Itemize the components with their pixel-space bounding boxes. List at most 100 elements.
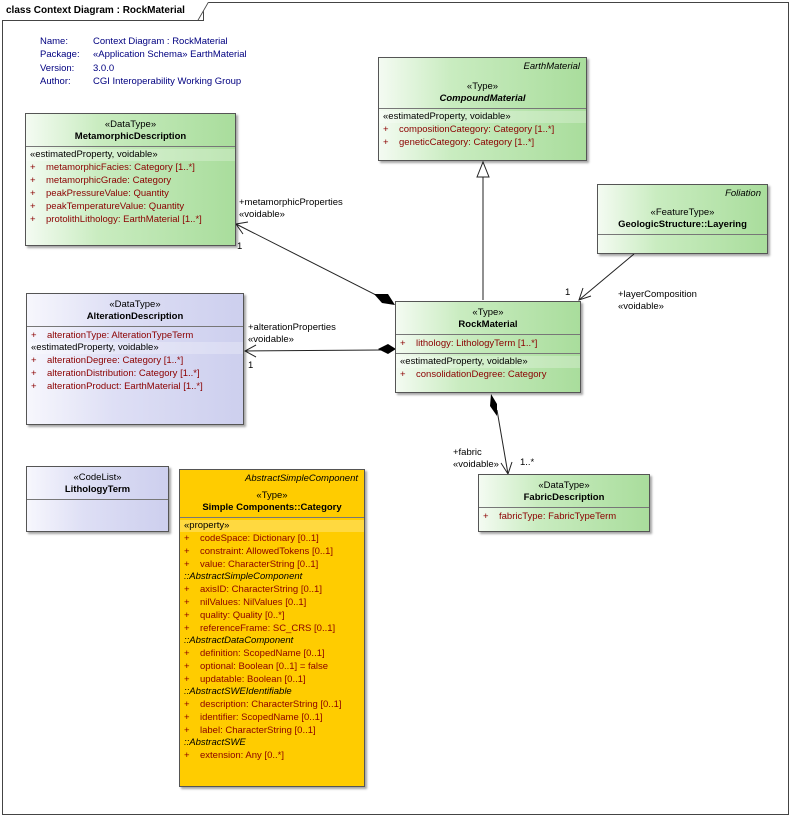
attribute-section: «estimatedProperty, voidable» +consolida…	[396, 354, 580, 384]
attribute-group-label: «estimatedProperty, voidable»	[27, 342, 243, 354]
class-header: «DataType» FabricDescription	[479, 475, 649, 508]
fabric-composition-diamond-icon	[490, 394, 497, 416]
metadata-key: Name:	[40, 36, 68, 47]
metadata-name-row: Name: Context Diagram : RockMaterial	[40, 36, 247, 49]
package-label: AbstractSimpleComponent	[245, 473, 358, 484]
attribute-row: +definition: ScopedName [0..1]	[184, 648, 325, 659]
package-label: Foliation	[725, 188, 761, 199]
attribute-group-label: ::AbstractSWE	[184, 737, 246, 748]
attribute-row: +constraint: AllowedTokens [0..1]	[184, 546, 334, 557]
stereotype-label: «CodeList»	[73, 472, 122, 483]
class-name: AlterationDescription	[86, 311, 184, 322]
attribute-row: +lithology: LithologyTerm [1..*]	[400, 338, 538, 349]
metamorphic-composition-diamond-icon	[374, 294, 395, 305]
attribute-group-label: «estimatedProperty, voidable»	[396, 356, 580, 368]
attribute-group-label: ::AbstractDataComponent	[184, 635, 294, 646]
attribute-row: +codeSpace: Dictionary [0..1]	[184, 533, 319, 544]
attribute-group-label: «estimatedProperty, voidable»	[26, 149, 235, 161]
attribute-row: +label: CharacterString [0..1]	[184, 725, 316, 736]
attribute-group-label: «estimatedProperty, voidable»	[379, 111, 586, 123]
attribute-row: +compositionCategory: Category [1..*]	[383, 124, 555, 135]
metadata-value: 3.0.0	[93, 62, 115, 74]
metadata-value: Context Diagram : RockMaterial	[93, 36, 228, 47]
alteration-composition-diamond-icon	[378, 344, 396, 354]
layer-arrow-icon	[578, 287, 592, 301]
class-header: «Type» RockMaterial	[396, 302, 580, 335]
attribute-section: +alterationType: AlterationTypeTerm «est…	[27, 327, 243, 396]
attribute-section: «estimatedProperty, voidable» +metamorph…	[26, 147, 235, 229]
alteration-arrow-icon	[243, 344, 257, 358]
attribute-row: +referenceFrame: SC_CRS [0..1]	[184, 623, 336, 634]
class-fabric-description[interactable]: «DataType» FabricDescription +fabricType…	[478, 474, 650, 532]
layer-association-line	[578, 253, 635, 301]
layer-multiplicity: 1	[565, 287, 571, 298]
diagram-metadata: Name:Context Diagram : RockMaterial Pack…	[40, 36, 247, 89]
attribute-row: +peakPressureValue: Quantity	[30, 188, 169, 199]
class-header: Foliation «FeatureType» GeologicStructur…	[598, 185, 767, 235]
attribute-group-label: ::AbstractSWEIdentifiable	[184, 686, 292, 697]
metadata-author-row: Author: CGI Interoperability Working Grou…	[40, 76, 247, 89]
package-label: EarthMaterial	[523, 61, 581, 72]
class-rock-material[interactable]: «Type» RockMaterial +lithology: Litholog…	[395, 301, 581, 393]
attribute-row: +description: CharacterString [0..1]	[184, 699, 342, 710]
attribute-section: «property» +codeSpace: Dictionary [0..1]…	[180, 518, 364, 765]
attribute-section: +lithology: LithologyTerm [1..*]	[396, 335, 580, 354]
class-metamorphic-description[interactable]: «DataType» MetamorphicDescription «estim…	[25, 113, 236, 246]
class-header: AbstractSimpleComponent «Type» Simple Co…	[180, 470, 364, 518]
stereotype-label: «Type»	[466, 81, 499, 92]
attribute-row: +metamorphicFacies: Category [1..*]	[30, 162, 195, 173]
class-header: «CodeList» LithologyTerm	[27, 467, 168, 500]
fabric-association-line	[496, 409, 509, 475]
metadata-value: CGI Interoperability Working Group	[93, 75, 242, 87]
class-name: GeologicStructure::Layering	[618, 219, 747, 230]
attribute-row: +metamorphicGrade: Category	[30, 175, 172, 186]
diagram-title-tab: class Context Diagram : RockMaterial	[2, 2, 204, 21]
class-name: MetamorphicDescription	[74, 131, 187, 142]
fabric-multiplicity: 1..*	[520, 457, 535, 468]
attribute-group-label: «property»	[180, 520, 364, 532]
attribute-section: +fabricType: FabricTypeTerm	[479, 508, 649, 526]
stereotype-label: «Type»	[256, 490, 288, 501]
metadata-key: Author:	[40, 75, 71, 87]
attribute-row: +extension: Any [0..*]	[184, 750, 284, 761]
class-compound-material[interactable]: EarthMaterial «Type» CompoundMaterial «e…	[378, 57, 587, 161]
stereotype-label: «DataType»	[104, 119, 157, 130]
class-geologic-structure-layering[interactable]: Foliation «FeatureType» GeologicStructur…	[597, 184, 768, 254]
attribute-row: +peakTemperatureValue: Quantity	[30, 201, 185, 212]
class-name: LithologyTerm	[64, 484, 131, 495]
fabric-role-label: +fabric«voidable»	[453, 447, 499, 470]
attribute-row: +updatable: Boolean [0..1]	[184, 674, 306, 685]
metadata-value: «Application Schema» EarthMaterial	[93, 49, 247, 61]
stereotype-label: «DataType»	[109, 299, 161, 310]
attribute-row: +consolidationDegree: Category	[400, 369, 547, 380]
class-header: «DataType» MetamorphicDescription	[26, 114, 235, 147]
stereotype-label: «Type»	[472, 307, 504, 318]
class-name: CompoundMaterial	[439, 93, 526, 104]
attribute-row: +axisID: CharacterString [0..1]	[184, 584, 322, 595]
class-name: Simple Components::Category	[202, 502, 342, 513]
alteration-multiplicity: 1	[248, 360, 254, 371]
metadata-key: Version:	[40, 62, 75, 74]
attribute-row: +quality: Quality [0..*]	[184, 610, 285, 621]
metadata-version-row: Version: 3.0.0	[40, 63, 247, 76]
attribute-section: «estimatedProperty, voidable» +compositi…	[379, 109, 586, 152]
attribute-row: +nilValues: NilValues [0..1]	[184, 597, 307, 608]
stereotype-label: «DataType»	[538, 480, 590, 491]
stereotype-label: «FeatureType»	[650, 207, 715, 218]
generalization-arrow-icon	[476, 160, 490, 178]
metamorphic-multiplicity: 1	[237, 241, 243, 252]
attribute-row: +identifier: ScopedName [0..1]	[184, 712, 323, 723]
class-lithology-term[interactable]: «CodeList» LithologyTerm	[26, 466, 169, 532]
class-alteration-description[interactable]: «DataType» AlterationDescription +altera…	[26, 293, 244, 425]
class-header: «DataType» AlterationDescription	[27, 294, 243, 327]
attribute-row: +protolithLithology: EarthMaterial [1..*…	[30, 214, 202, 225]
alteration-role-label: +alterationProperties«voidable»	[248, 322, 336, 345]
class-simple-components-category[interactable]: AbstractSimpleComponent «Type» Simple Co…	[179, 469, 365, 787]
metamorphic-role-label: +metamorphicProperties«voidable»	[239, 197, 343, 220]
metamorphic-arrow-icon	[235, 221, 249, 235]
attribute-row: +value: CharacterString [0..1]	[184, 559, 319, 570]
class-name: FabricDescription	[523, 492, 605, 503]
alteration-association-line	[244, 349, 382, 352]
